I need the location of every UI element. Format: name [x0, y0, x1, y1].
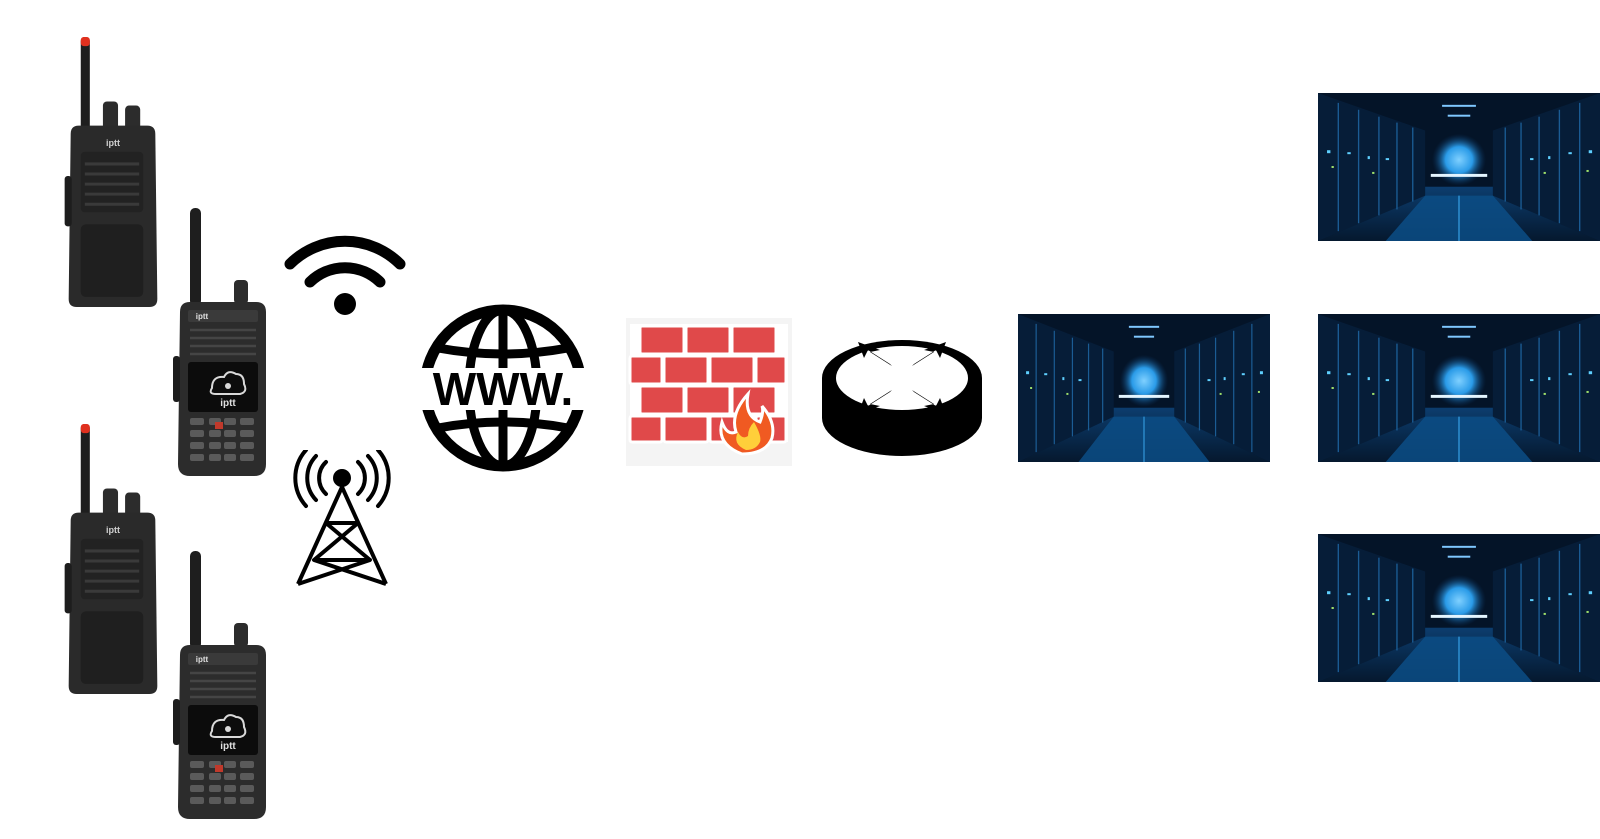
- firewall-icon: [626, 318, 792, 466]
- data-center-image: [1018, 314, 1270, 462]
- www-label: WWW.: [433, 363, 574, 415]
- radio-screen-label: iptt: [220, 741, 236, 752]
- keypad-radio: iptt iptt: [172, 548, 272, 820]
- radio-brand-label: iptt: [196, 655, 209, 664]
- data-center-image: [1318, 93, 1600, 241]
- basic-radio: iptt: [62, 422, 164, 694]
- router-icon: [818, 330, 986, 460]
- radio-screen-label: iptt: [220, 398, 236, 409]
- keypad-radio: iptt iptt: [172, 205, 272, 477]
- radio-brand-label: iptt: [106, 138, 120, 148]
- radio-brand-label: iptt: [106, 525, 120, 535]
- basic-radio: iptt: [62, 35, 164, 307]
- globe-www-icon: WWW.: [418, 302, 588, 474]
- data-center-image: [1318, 534, 1600, 682]
- data-center-image: [1318, 314, 1600, 462]
- wifi-icon: [280, 222, 410, 320]
- cell-tower-icon: [290, 450, 395, 590]
- radio-brand-label: iptt: [196, 312, 209, 321]
